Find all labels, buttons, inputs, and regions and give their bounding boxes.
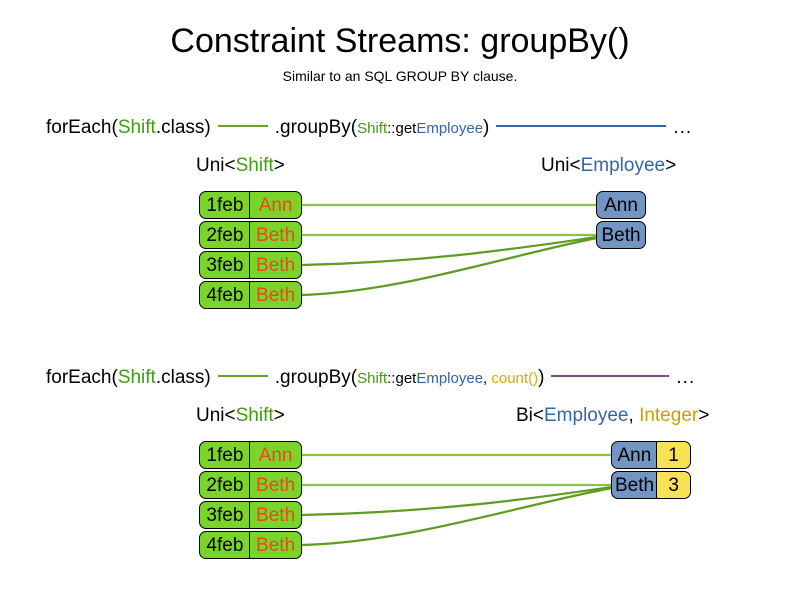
right-type-inner2: Integer bbox=[639, 405, 699, 426]
foreach-prefix: forEach( bbox=[46, 367, 118, 388]
shift-date: 3feb bbox=[206, 254, 244, 276]
section-2-links bbox=[301, 453, 613, 547]
mapper-comma: , bbox=[483, 370, 492, 387]
groupby-suffix: ) bbox=[538, 367, 545, 388]
shift-tuple-row[interactable]: 1feb Ann bbox=[199, 441, 302, 469]
left-type-inner: Shift bbox=[235, 405, 274, 426]
page-subtitle: Similar to an SQL GROUP BY clause. bbox=[282, 68, 518, 84]
rule-foreach-to-groupby bbox=[217, 124, 268, 127]
employee-tuple-row[interactable]: Ann bbox=[596, 191, 646, 219]
shift-employee: Beth bbox=[256, 254, 296, 276]
collector-count: count() bbox=[491, 370, 539, 387]
right-type-prefix: Bi< bbox=[516, 405, 544, 426]
shift-tuple-row[interactable]: 3feb Beth bbox=[199, 251, 302, 279]
link-4feb-beth bbox=[301, 236, 598, 297]
employee-name: Beth bbox=[614, 474, 655, 496]
rule-groupby-to-next bbox=[496, 124, 667, 127]
shift-employee: Beth bbox=[256, 224, 296, 246]
foreach-type: Shift bbox=[117, 367, 156, 388]
shift-tuple-row[interactable]: 4feb Beth bbox=[199, 531, 302, 559]
shift-date: 2feb bbox=[206, 224, 244, 246]
mapper-separator: ::get bbox=[387, 120, 417, 137]
shift-date: 4feb bbox=[206, 284, 244, 306]
shift-date: 1feb bbox=[206, 444, 244, 466]
left-type-inner: Shift bbox=[235, 155, 274, 176]
mapper-property: Employee bbox=[416, 120, 484, 137]
employee-count-tuple-row[interactable]: Ann 1 bbox=[611, 441, 691, 469]
section-1-ellipsis: ... bbox=[673, 117, 693, 138]
shift-tuple-row[interactable]: 3feb Beth bbox=[199, 501, 302, 529]
section-1-right-type-label: Uni<Employee> bbox=[541, 155, 676, 177]
link2-3feb-beth bbox=[301, 485, 613, 517]
shift-employee: Beth bbox=[256, 534, 296, 556]
left-type-prefix: Uni< bbox=[196, 155, 236, 176]
shift-employee: Ann bbox=[258, 194, 293, 216]
groupby-prefix: .groupBy( bbox=[274, 117, 358, 138]
section-1-left-type-label: Uni<Shift> bbox=[196, 155, 285, 177]
rule-groupby-to-next bbox=[551, 374, 670, 377]
section-2-code-line: forEach(Shift.class).groupBy(Shift::getE… bbox=[46, 367, 695, 390]
shift-date: 3feb bbox=[206, 504, 244, 526]
employee-name: Beth bbox=[601, 224, 641, 246]
shift-employee: Beth bbox=[256, 474, 296, 496]
left-type-suffix: > bbox=[273, 405, 285, 426]
mapper-type: Shift bbox=[357, 120, 388, 137]
left-type-suffix: > bbox=[273, 155, 285, 176]
section-2-right-type-label: Bi<Employee, Integer> bbox=[516, 405, 709, 427]
section-1-code-line: forEach(Shift.class).groupBy(Shift::getE… bbox=[46, 117, 692, 140]
mapper-property: Employee bbox=[416, 370, 484, 387]
right-type-suffix: > bbox=[698, 405, 710, 426]
shift-date: 4feb bbox=[206, 534, 244, 556]
link-3feb-beth bbox=[301, 235, 598, 267]
shift-date: 1feb bbox=[206, 194, 244, 216]
section-1-links bbox=[301, 203, 598, 297]
shift-tuple-row[interactable]: 4feb Beth bbox=[199, 281, 302, 309]
shift-tuple-row[interactable]: 1feb Ann bbox=[199, 191, 302, 219]
foreach-type: Shift bbox=[117, 117, 156, 138]
employee-count: 3 bbox=[668, 474, 679, 496]
mapper-type: Shift bbox=[357, 370, 388, 387]
mapper-separator: ::get bbox=[387, 370, 417, 387]
groupby-prefix: .groupBy( bbox=[274, 367, 358, 388]
section-2-ellipsis: ... bbox=[676, 367, 696, 388]
section-2-left-type-label: Uni<Shift> bbox=[196, 405, 285, 427]
shift-employee: Beth bbox=[256, 284, 296, 306]
employee-name: Ann bbox=[604, 194, 638, 216]
employee-name: Ann bbox=[617, 444, 652, 466]
employee-tuple-row[interactable]: Beth bbox=[596, 221, 646, 249]
right-type-inner: Employee bbox=[544, 405, 629, 426]
foreach-suffix: .class) bbox=[155, 117, 211, 138]
shift-employee: Ann bbox=[258, 444, 293, 466]
shift-tuple-row[interactable]: 2feb Beth bbox=[199, 471, 302, 499]
shift-tuple-row[interactable]: 2feb Beth bbox=[199, 221, 302, 249]
groupby-suffix: ) bbox=[483, 117, 490, 138]
right-type-prefix: Uni< bbox=[541, 155, 581, 176]
foreach-suffix: .class) bbox=[155, 367, 211, 388]
left-type-prefix: Uni< bbox=[196, 405, 236, 426]
right-type-suffix: > bbox=[665, 155, 677, 176]
right-type-comma: , bbox=[628, 405, 640, 426]
page-title: Constraint Streams: groupBy() bbox=[170, 22, 630, 60]
rule-foreach-to-groupby bbox=[217, 374, 268, 377]
foreach-prefix: forEach( bbox=[46, 117, 118, 138]
shift-employee: Beth bbox=[256, 504, 296, 526]
employee-count: 1 bbox=[668, 444, 679, 466]
right-type-inner: Employee bbox=[580, 155, 666, 176]
shift-date: 2feb bbox=[206, 474, 244, 496]
link2-4feb-beth bbox=[301, 486, 613, 547]
employee-count-tuple-row[interactable]: Beth 3 bbox=[611, 471, 691, 499]
